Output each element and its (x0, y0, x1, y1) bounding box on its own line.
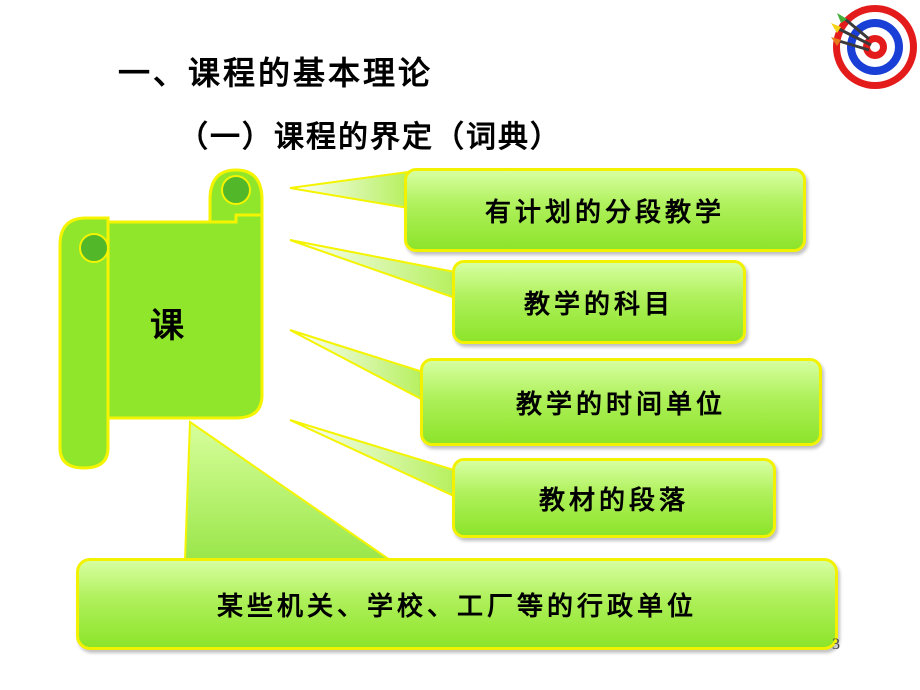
bottom-definition-box: 某些机关、学校、工厂等的行政单位 (76, 558, 838, 650)
connector-1 (289, 170, 409, 210)
page-number: 3 (832, 636, 840, 653)
definition-box-2: 教学的科目 (452, 260, 746, 344)
connector-3 (289, 329, 424, 402)
scroll-label: 课 (150, 306, 184, 346)
definition-box-4: 教材的段落 (452, 458, 776, 538)
definition-box-3: 教学的时间单位 (420, 358, 822, 446)
definition-box-1: 有计划的分段教学 (404, 168, 806, 252)
connector-5 (183, 420, 394, 561)
slide-subtitle: （一）课程的界定（词典） (178, 120, 562, 155)
slide-title: 一、课程的基本理论 (118, 54, 434, 92)
